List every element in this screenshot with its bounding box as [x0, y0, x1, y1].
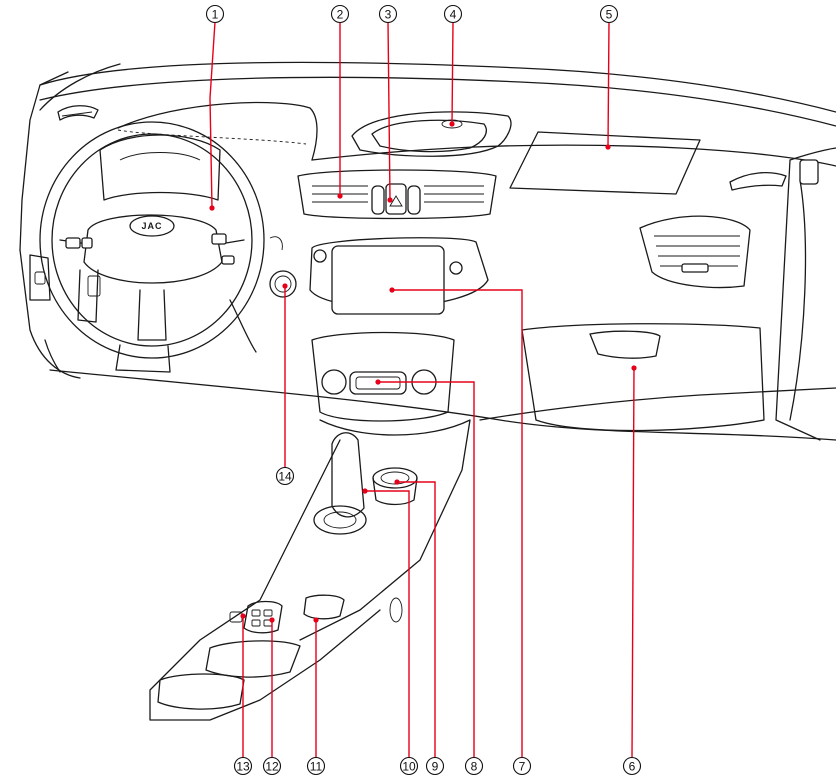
- callout-number-circle: [464, 756, 484, 776]
- callout-anchor-dot: [389, 287, 395, 293]
- callout-leader-line: [392, 289, 523, 758]
- callout-number-circle: [275, 466, 295, 486]
- callout-anchor-dot: [209, 205, 215, 211]
- callout-anchor-dot: [449, 121, 455, 127]
- callout-leader-line: [378, 381, 475, 758]
- callout-anchor-dot: [375, 379, 381, 385]
- callout-3-hazard-switch: 3: [378, 4, 398, 203]
- callout-number-circle: [443, 4, 463, 24]
- callout-leader-line: [365, 490, 410, 758]
- callout-leader-line: [451, 21, 454, 125]
- callout-number-circle: [399, 756, 419, 776]
- callout-14-start-stop-button: 14: [275, 283, 295, 486]
- callout-number-circle: [262, 756, 282, 776]
- callout-leader-line: [387, 21, 391, 201]
- callout-number-circle: [622, 756, 642, 776]
- callout-13-console-buttons: 13: [233, 613, 253, 776]
- callout-6-glove-box-handle: 6: [622, 365, 642, 776]
- callout-anchor-dot: [605, 144, 611, 150]
- callout-leader-line: [397, 481, 436, 758]
- callout-anchor-dot: [282, 283, 288, 289]
- callout-number-circle: [205, 4, 225, 24]
- callout-number-label: 4: [450, 8, 457, 22]
- callout-number-label: 9: [432, 760, 439, 774]
- steering-wheel-badge: JAC: [141, 221, 162, 231]
- callout-2-center-air-vent: 2: [330, 4, 350, 199]
- callout-number-label: 13: [236, 760, 250, 774]
- callout-number-label: 1: [212, 8, 219, 22]
- callout-number-circle: [233, 756, 253, 776]
- callout-anchor-dot: [387, 197, 393, 203]
- callout-anchor-dot: [313, 617, 319, 623]
- callout-number-circle: [306, 756, 326, 776]
- callout-number-label: 11: [310, 760, 323, 774]
- callout-number-label: 12: [265, 760, 279, 774]
- dashboard-line-art: JAC: [19, 61, 836, 721]
- callout-4-dash-top-storage: 4: [443, 4, 463, 127]
- callout-anchor-dot: [240, 613, 246, 619]
- callout-number-circle: [512, 756, 532, 776]
- callout-number-label: 14: [278, 470, 292, 484]
- callout-anchor-dot: [394, 479, 400, 485]
- callout-9-cup-holder: 9: [394, 479, 445, 776]
- callout-1-steering-wheel-area: 1: [205, 4, 225, 211]
- callout-anchor-dot: [631, 365, 637, 371]
- callout-number-circle: [599, 4, 619, 24]
- callout-leader-line: [631, 367, 635, 759]
- callout-anchor-dot: [362, 488, 368, 494]
- callout-number-circle: [330, 4, 350, 24]
- callout-number-circle: [425, 756, 445, 776]
- callout-number-label: 2: [337, 8, 344, 22]
- callout-10-gear-selector-button: 10: [362, 488, 419, 776]
- callout-anchor-dot: [269, 617, 275, 623]
- callout-number-label: 8: [471, 760, 478, 774]
- callout-leader-line: [209, 21, 216, 209]
- callout-number-label: 6: [629, 760, 636, 774]
- callout-anchor-dot: [337, 193, 343, 199]
- callout-number-label: 3: [385, 8, 392, 22]
- callout-8-climate-control-panel: 8: [375, 379, 484, 776]
- callout-12-console-switch-panel: 12: [262, 617, 282, 776]
- callout-leader-line: [607, 21, 610, 148]
- callout-number-label: 7: [519, 760, 526, 774]
- callout-number-label: 10: [402, 760, 416, 774]
- callout-number-circle: [378, 4, 398, 24]
- callout-5-passenger-airbag-panel: 5: [599, 4, 619, 150]
- callout-number-label: 5: [606, 8, 613, 22]
- callout-7-infotainment-screen: 7: [389, 287, 532, 776]
- callout-11-console-switch: 11: [306, 617, 326, 776]
